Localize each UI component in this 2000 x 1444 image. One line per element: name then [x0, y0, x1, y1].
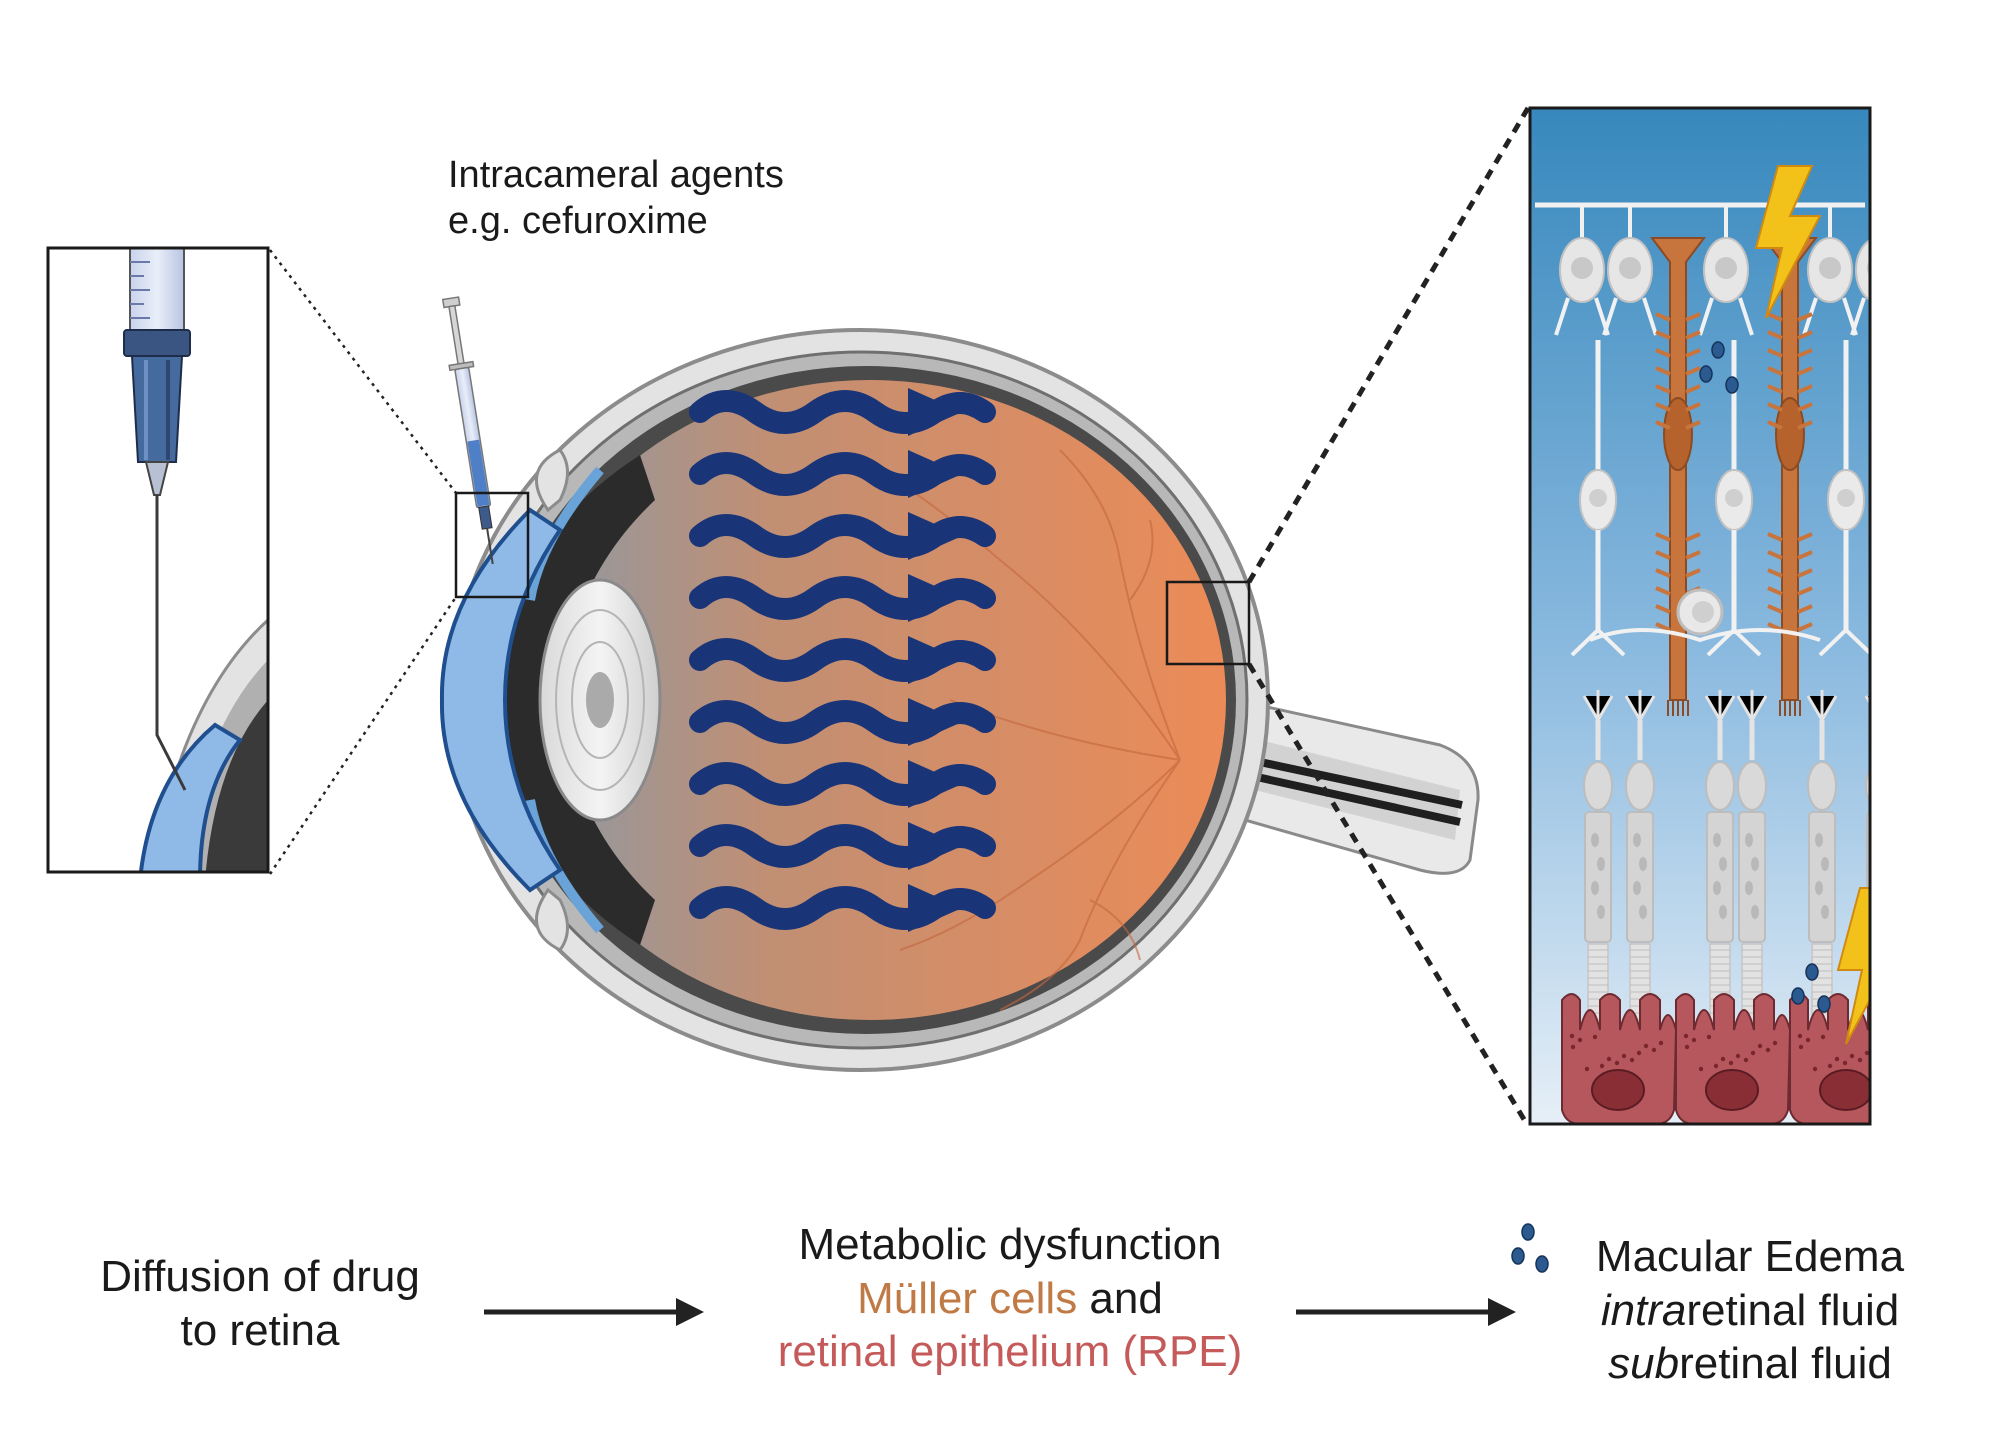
step-metabolic-dysfunction: Metabolic dysfunction Müller cells and r…: [700, 1218, 1320, 1379]
step3-line1: Macular Edema: [1595, 1232, 1905, 1281]
bipolar-cells: [1570, 340, 1870, 657]
sub-suffix: retinal fluid: [1679, 1339, 1892, 1389]
wave-arrow-head: [908, 760, 962, 808]
step2-line1: Metabolic dysfunction: [798, 1220, 1222, 1269]
fluid-drop-icon: [1699, 341, 1831, 1013]
intra-suffix: retinal fluid: [1686, 1285, 1900, 1335]
fluid-drop-icon: [1511, 1223, 1549, 1273]
wave-arrow-head: [908, 450, 962, 498]
step3-line2: intraretinal fluid: [1510, 1284, 1990, 1338]
retinal-vessels: [879, 449, 1181, 1011]
cornea: [439, 507, 563, 893]
wave-arrow-head: [908, 884, 962, 932]
wave-arrow-head: [908, 574, 962, 622]
retina-detail-box: [1165, 580, 1251, 666]
injection-inset: [46, 246, 270, 874]
diffusion-wave-arrows: [689, 388, 996, 932]
wave-arrow-head: [908, 636, 962, 684]
eyeball: [439, 328, 1270, 1072]
sub-prefix: sub: [1608, 1339, 1680, 1389]
intra-prefix: intra: [1600, 1285, 1687, 1335]
lightning-icon: [1754, 165, 1822, 319]
rpe-cells: [1561, 993, 1870, 1124]
wave-arrow-head: [908, 388, 962, 436]
step1-line2: to retina: [180, 1305, 340, 1355]
intracameral-line1: Intracameral agents: [448, 154, 784, 196]
wave-arrow-head: [908, 512, 962, 560]
wave-arrow-head: [908, 698, 962, 746]
injection-site-box: [454, 491, 530, 599]
step-diffusion: Diffusion of drug to retina: [40, 1250, 480, 1357]
and-label: and: [1077, 1273, 1163, 1323]
step1-line1: Diffusion of drug: [100, 1252, 420, 1301]
intracameral-label: Intracameral agents e.g. cefuroxime: [448, 152, 784, 245]
step2-line2: Müller cells and: [700, 1272, 1320, 1326]
flow-arrow-2: [1296, 1298, 1516, 1326]
syringe-icon: [441, 296, 494, 565]
wave-arrow-head: [908, 822, 962, 870]
muller-cells-label: Müller cells: [857, 1273, 1078, 1323]
intracameral-line2: e.g. cefuroxime: [448, 200, 708, 243]
ganglion-cells: [1554, 205, 1870, 336]
flow-arrow-1: [484, 1298, 704, 1326]
step-macular-edema: Macular Edema intraretinal fluid subreti…: [1510, 1230, 1990, 1391]
retina-cell-panel: [1528, 106, 1872, 1126]
rpe-label: retinal epithelium (RPE): [777, 1327, 1243, 1377]
step3-line3: subretinal fluid: [1510, 1337, 1990, 1391]
lightning-icon: [1836, 887, 1870, 1045]
